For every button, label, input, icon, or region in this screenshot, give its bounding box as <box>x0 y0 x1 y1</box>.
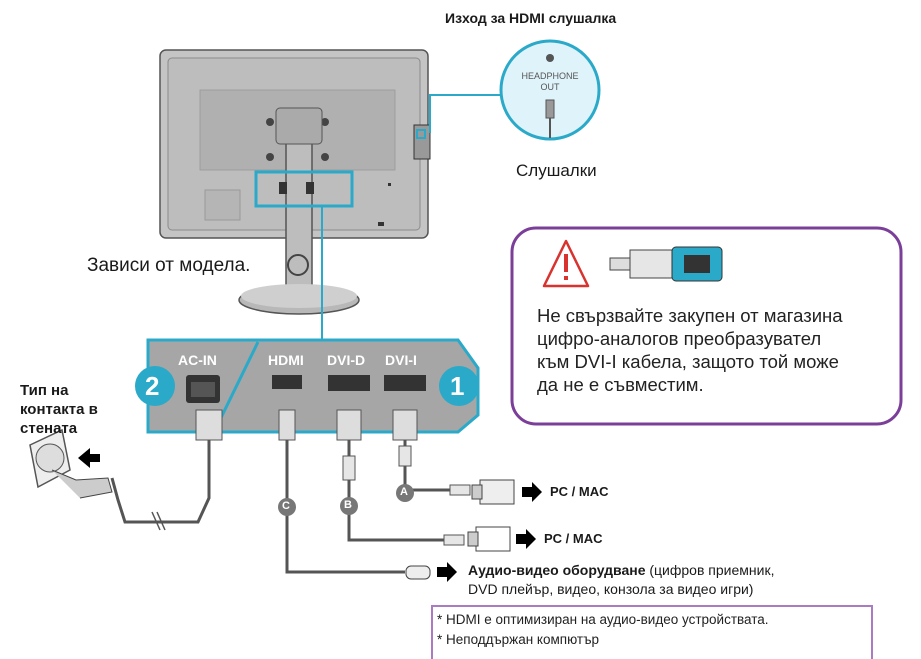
warning-line-4: да не е съвместим. <box>537 374 704 395</box>
warning-line-2: цифро-аналогов преобразувател <box>537 328 822 349</box>
headphone-output-title: Изход за HDMI слушалка <box>445 10 617 26</box>
arrows <box>78 448 542 582</box>
pc-mac-label-2: PC / MAC <box>544 531 603 546</box>
headphone-callout <box>499 39 601 141</box>
connector-highlight <box>254 170 354 208</box>
notes-box <box>431 605 873 659</box>
badge-2 <box>135 366 175 406</box>
av-equipment-line2: DVD плейър, видео, конзола за видео игри… <box>468 581 754 597</box>
socket-label-2: контакта в <box>20 401 98 418</box>
connector-panel <box>146 338 480 434</box>
warning-text: Не свързвайте закупен от магазина цифро-… <box>537 304 887 396</box>
end-plugs <box>405 479 515 580</box>
marker-c <box>278 498 296 516</box>
marker-a-text: A <box>400 486 408 498</box>
badge-2-text: 2 <box>145 371 160 401</box>
warning-icon <box>542 239 590 288</box>
dvi-adapter-icon <box>609 246 723 282</box>
marker-a <box>396 484 414 502</box>
dvi-d-label: DVI-D <box>327 352 366 368</box>
warning-box <box>510 226 903 426</box>
wall-socket <box>29 428 113 499</box>
headphone-callout-label: HEADPHONE OUT <box>521 71 579 92</box>
badge-1-text: 1 <box>450 371 465 401</box>
av-equipment-label: Аудио-видео оборудване (цифров приемник, <box>468 562 774 578</box>
hdmi-label: HDMI <box>268 352 304 368</box>
dvi-i-label: DVI-I <box>385 352 417 368</box>
ac-in-label: AC-IN <box>178 352 217 368</box>
marker-b-text: B <box>344 499 352 511</box>
av-equipment-rest: (цифров приемник, <box>645 562 775 578</box>
marker-b <box>340 497 358 515</box>
marker-c-text: C <box>282 500 290 512</box>
notes: * HDMI е оптимизиран на аудио-видео устр… <box>437 610 875 650</box>
note-2: * Неподдържан компютър <box>437 632 600 647</box>
badge-1 <box>439 366 479 406</box>
pc-mac-label-1: PC / MAC <box>550 484 609 499</box>
headphones-label: Слушалки <box>516 161 597 180</box>
note-1: * HDMI е оптимизиран на аудио-видео устр… <box>437 612 769 627</box>
monitor-stand <box>238 107 360 315</box>
model-note: Зависи от модела. <box>87 255 251 276</box>
av-equipment-bold: Аудио-видео оборудване <box>468 562 646 578</box>
warning-line-3: към DVI-I кабела, защото той може <box>537 351 839 372</box>
socket-label-1: Тип на <box>20 382 69 399</box>
warning-line-1: Не свързвайте закупен от магазина <box>537 305 843 326</box>
socket-label-3: стената <box>20 420 78 437</box>
